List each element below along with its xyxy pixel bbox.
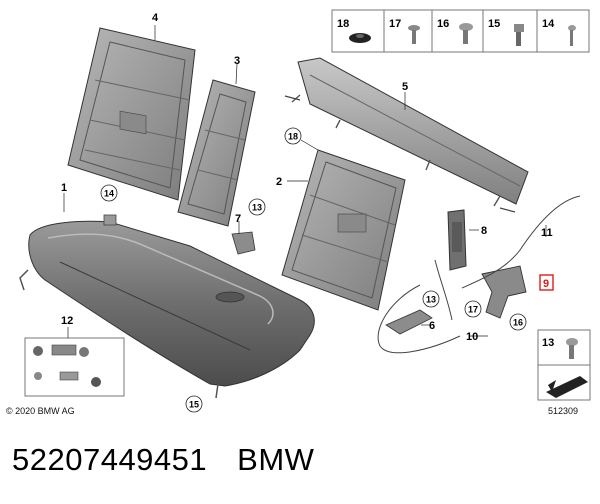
legend-label-17: 17 <box>389 18 401 30</box>
legend-label-16: 16 <box>437 18 449 30</box>
legend-label-13: 13 <box>542 337 554 349</box>
svg-text:16: 16 <box>513 318 523 328</box>
brand-name: BMW <box>237 442 315 477</box>
legend-label-14: 14 <box>542 18 555 30</box>
callout-8: 8 <box>481 225 487 237</box>
callout-12: 12 <box>61 315 73 327</box>
callout-9-highlight <box>539 274 554 291</box>
callout-10: 10 <box>466 331 478 343</box>
parts-kit-box <box>24 337 125 397</box>
small-bracket <box>231 231 256 255</box>
cross-member <box>284 57 529 213</box>
circled-16: 16 <box>509 313 527 331</box>
circled-14: 14 <box>100 184 118 202</box>
callout-5: 5 <box>402 81 408 93</box>
callout-11: 11 <box>541 227 553 239</box>
svg-text:18: 18 <box>288 132 298 142</box>
backrest-frame-right <box>281 149 406 311</box>
hardware-legend: 18 17 16 15 14 <box>331 9 590 53</box>
callout-7: 7 <box>235 213 241 225</box>
svg-text:13: 13 <box>426 295 436 305</box>
svg-text:15: 15 <box>189 400 199 410</box>
release-lever <box>385 309 433 335</box>
callout-6: 6 <box>429 320 435 332</box>
part-caption: 52207449451 BMW <box>12 442 314 478</box>
screw-13-icon <box>566 338 578 359</box>
circled-13-lower: 13 <box>422 290 440 308</box>
screw-16-icon <box>459 23 473 44</box>
screw-14-icon <box>568 25 576 46</box>
legend-label-15: 15 <box>488 18 500 30</box>
callout-4: 4 <box>152 12 159 24</box>
callout-2: 2 <box>276 176 282 188</box>
callout-1: 1 <box>61 182 67 194</box>
circled-15: 15 <box>185 395 203 413</box>
copyright-notice: © 2020 BMW AG <box>6 406 75 416</box>
drive-direction-icon <box>546 376 588 398</box>
seat-cushion-shell <box>19 214 315 399</box>
circled-18: 18 <box>284 127 302 145</box>
part-number: 52207449451 <box>12 442 208 477</box>
bolt-15-icon <box>514 24 524 46</box>
latch <box>447 209 467 271</box>
drawing-id: 512309 <box>548 406 579 416</box>
svg-text:13: 13 <box>252 203 262 213</box>
circled-17: 17 <box>464 300 482 318</box>
hardware-legend-13: 13 <box>537 329 591 401</box>
leader-lines <box>63 25 547 338</box>
svg-text:14: 14 <box>104 189 114 199</box>
backrest-frame-center <box>177 79 256 227</box>
bowden-cables <box>377 195 581 354</box>
svg-text:17: 17 <box>468 305 478 315</box>
screw-17-icon <box>408 25 420 44</box>
hinge-bracket <box>481 265 527 319</box>
callout-9: 9 <box>543 278 549 290</box>
backrest-frame-left <box>67 27 196 201</box>
circled-13-upper: 13 <box>248 198 266 216</box>
callout-3: 3 <box>234 55 240 67</box>
parts-diagram: 18 17 16 15 14 13 <box>19 9 591 413</box>
legend-label-18: 18 <box>337 18 349 30</box>
